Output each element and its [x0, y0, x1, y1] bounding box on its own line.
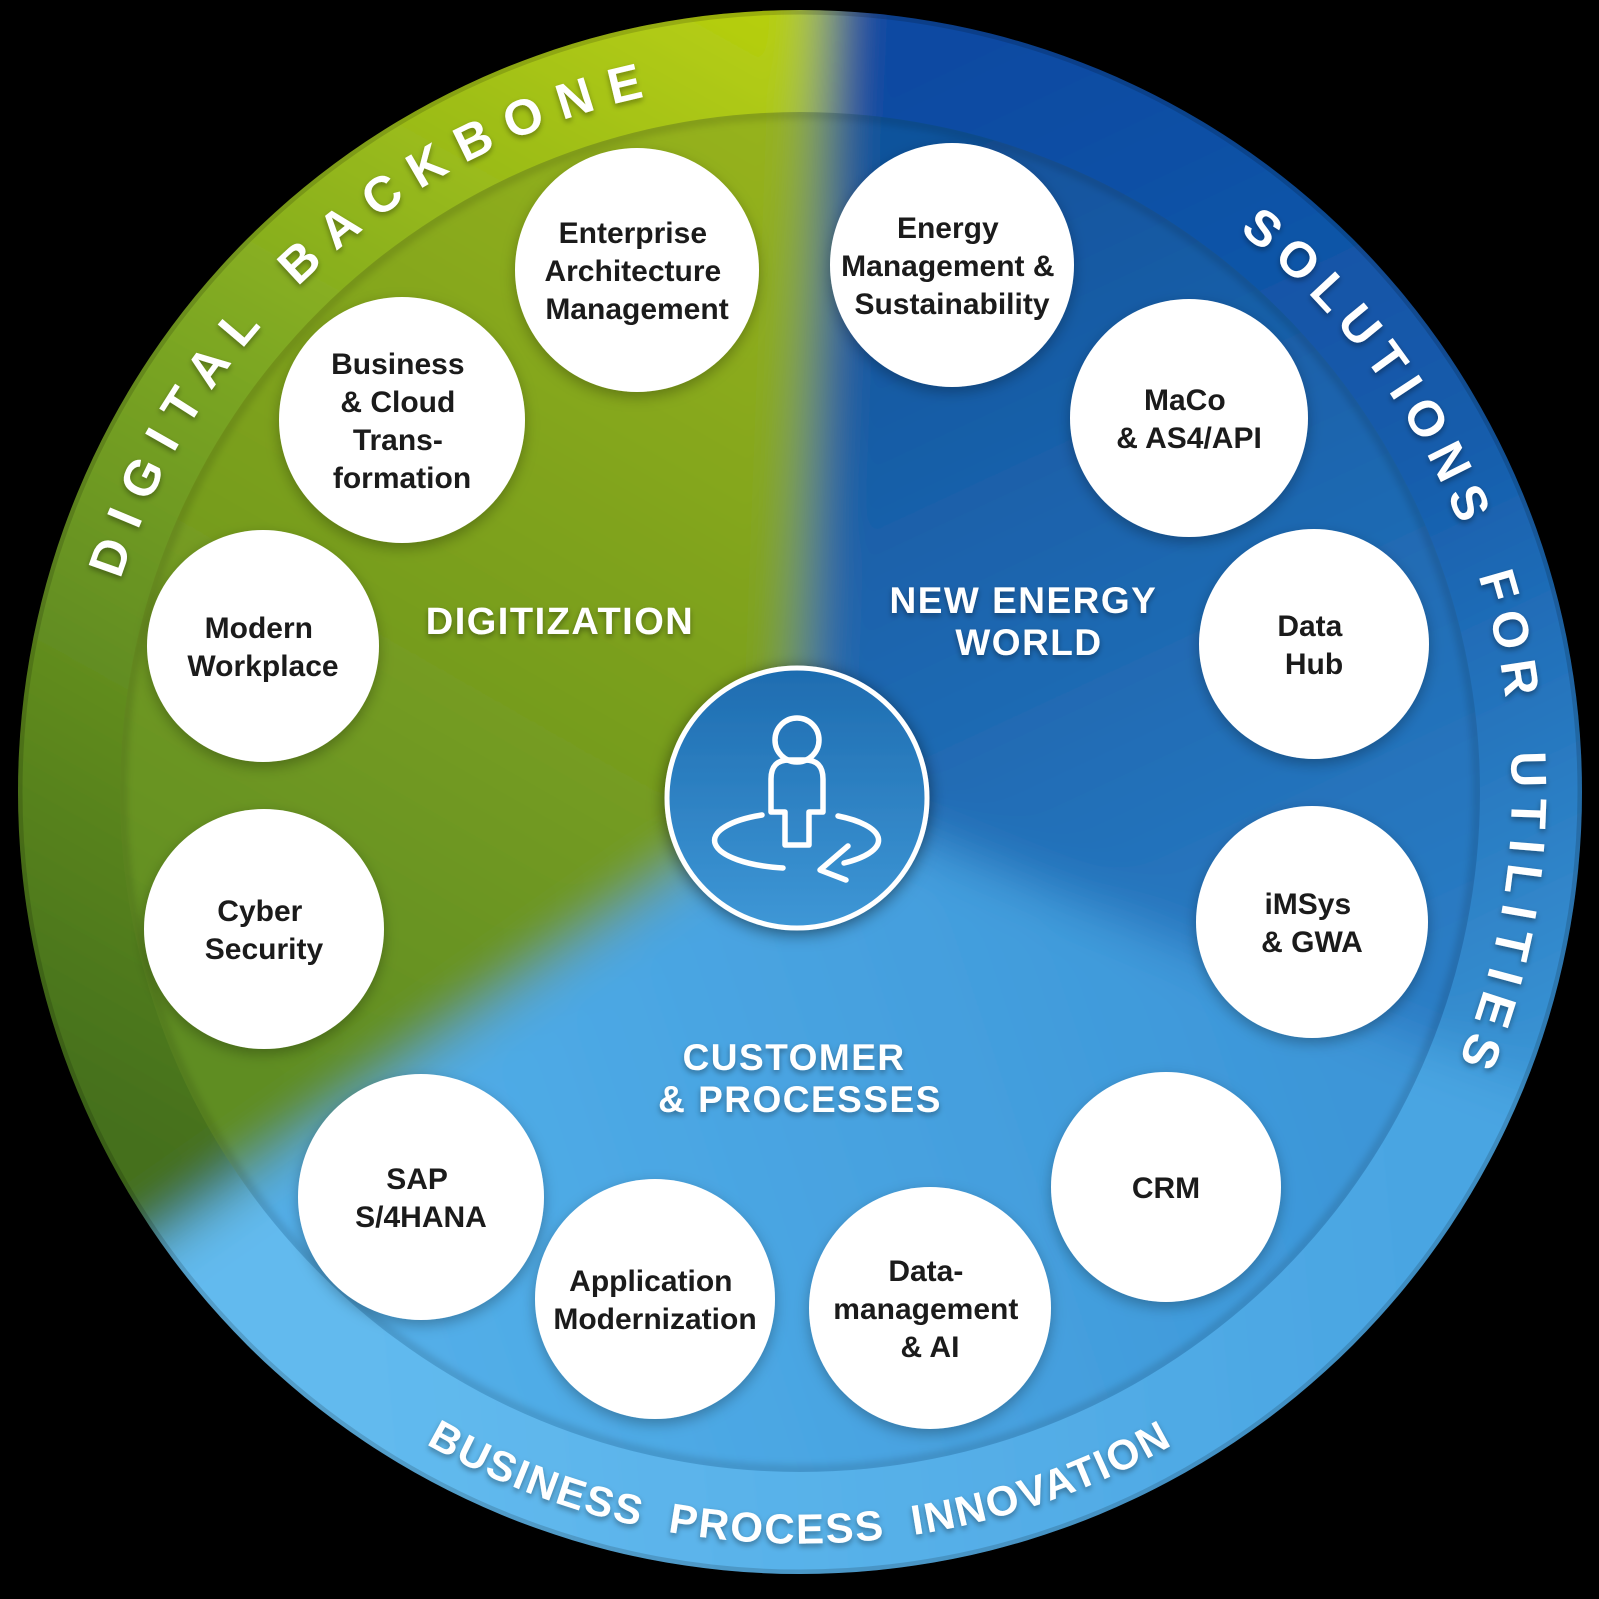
sector-label-digitization: DIGITIZATION [426, 601, 695, 643]
bubble-label: Energy Management & Sustainability [841, 212, 1063, 321]
bubble-label: Data- management & AI [833, 1255, 1026, 1364]
bubble-data-management-ai: Data- management & AI [809, 1187, 1051, 1429]
person-body [768, 757, 826, 848]
sector-label-customer-processes: CUSTOMER & PROCESSES [658, 1037, 942, 1120]
center-hub [664, 665, 930, 931]
rotation-arrow-left-arc [711, 812, 786, 871]
sector-label-new-energy-world: NEW ENERGY WORLD [890, 580, 1169, 663]
sector-label-line: WORLD [955, 622, 1102, 663]
bubble-circle [809, 1187, 1051, 1429]
bubble-label: CRM [1132, 1172, 1200, 1205]
bubble-label: Business & Cloud Trans- formation [331, 348, 473, 495]
bubble-modern-workplace: Modern Workplace [147, 530, 379, 762]
bubble-label: Modern Workplace [187, 612, 338, 683]
bubble-circle [147, 530, 379, 762]
bubble-circle [830, 143, 1074, 387]
sector-label-line: CUSTOMER [683, 1037, 906, 1078]
bubble-label: iMSys & GWA [1261, 888, 1363, 959]
sector-label-line: & PROCESSES [658, 1079, 942, 1120]
hub-circle [664, 665, 930, 931]
bubble-label: Application Modernization [553, 1265, 756, 1336]
sector-label-line: NEW ENERGY [890, 580, 1157, 621]
band-inner-edge-shadow [120, 112, 1480, 1472]
bubble-label: Data Hub [1277, 610, 1350, 681]
bubble-enterprise-architecture: Enterprise Architecture Management [515, 148, 759, 392]
bubble-imsys-gwa: iMSys & GWA [1196, 806, 1428, 1038]
bubble-label: SAP S/4HANA [355, 1163, 487, 1234]
person-rotation-icon [711, 715, 882, 883]
bubble-circle [144, 809, 384, 1049]
bubble-circle [535, 1179, 775, 1419]
bubble-business-cloud-transformation: Business & Cloud Trans- formation [279, 297, 525, 543]
bubble-data-hub: Data Hub [1199, 529, 1429, 759]
bubble-circle [298, 1074, 544, 1320]
wheel-outer-rim [18, 10, 1582, 1574]
bubble-maco-as4-api: MaCo & AS4/API [1070, 299, 1308, 537]
rotation-arrow-right-arc [835, 813, 882, 866]
bubble-circle [1051, 1072, 1281, 1302]
bubble-label: Cyber Security [205, 895, 324, 966]
bubble-cyber-security: Cyber Security [144, 809, 384, 1049]
bubble-application-modernization: Application Modernization [535, 1179, 775, 1419]
bubble-circle [1199, 529, 1429, 759]
bubble-crm: CRM [1051, 1072, 1281, 1302]
bubble-circle [1196, 806, 1428, 1038]
bubble-circle [279, 297, 525, 543]
bubble-label: MaCo & AS4/API [1116, 384, 1262, 455]
rotation-arrow-head [817, 843, 851, 883]
bubble-energy-management-sustainability: Energy Management & Sustainability [830, 143, 1074, 387]
bubble-label: Enterprise Architecture Management [544, 217, 729, 326]
bubble-sap-s4hana: SAP S/4HANA [298, 1074, 544, 1320]
bubble-circle [515, 148, 759, 392]
bubble-circle [1070, 299, 1308, 537]
